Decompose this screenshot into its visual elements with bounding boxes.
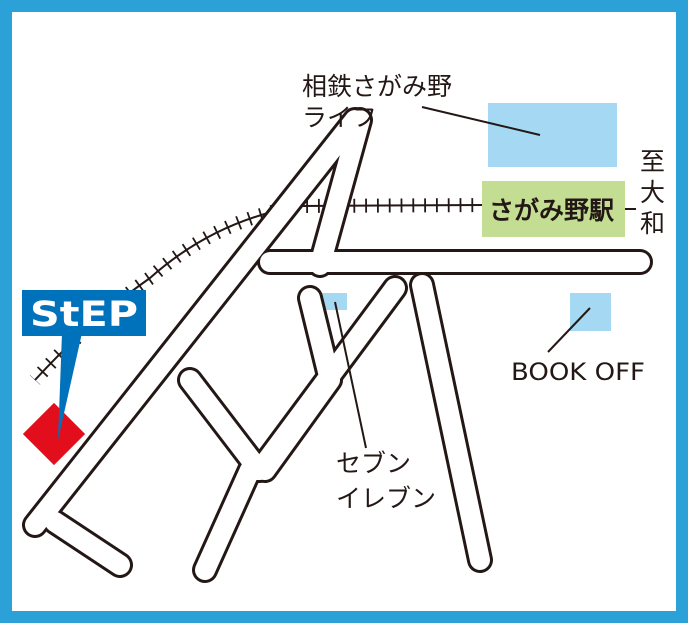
railway-ties xyxy=(29,198,486,385)
sotetsu-life-label-line1: 相鉄さがみ野 xyxy=(302,72,452,101)
direction-char-1: 至 xyxy=(640,147,665,176)
sotetsu-life-building xyxy=(488,103,617,167)
seven-eleven-label-line2: イレブン xyxy=(336,484,436,513)
direction-char-2: 大 xyxy=(640,178,665,207)
seven-eleven-leader xyxy=(334,301,367,449)
step-logo-text: StEP xyxy=(30,295,138,335)
book-off-label: BOOK OFF xyxy=(511,358,645,386)
station-box xyxy=(482,181,625,237)
direction-char-3: 和 xyxy=(640,209,665,238)
seven-eleven-label-line1: セブン xyxy=(336,449,411,478)
step-logo-icon xyxy=(22,290,146,336)
sotetsu-life-leader xyxy=(421,106,541,136)
book-off-building xyxy=(570,293,611,331)
location-marker-icon xyxy=(22,402,86,466)
sotetsu-life-label-line2: ライフ xyxy=(302,103,377,132)
station-label: さがみ野駅 xyxy=(489,196,614,225)
roads-fill xyxy=(25,110,650,580)
map-pin-icon xyxy=(58,333,82,440)
direction-label: 至 大 和 xyxy=(640,147,665,238)
book-off-leader xyxy=(547,307,591,353)
